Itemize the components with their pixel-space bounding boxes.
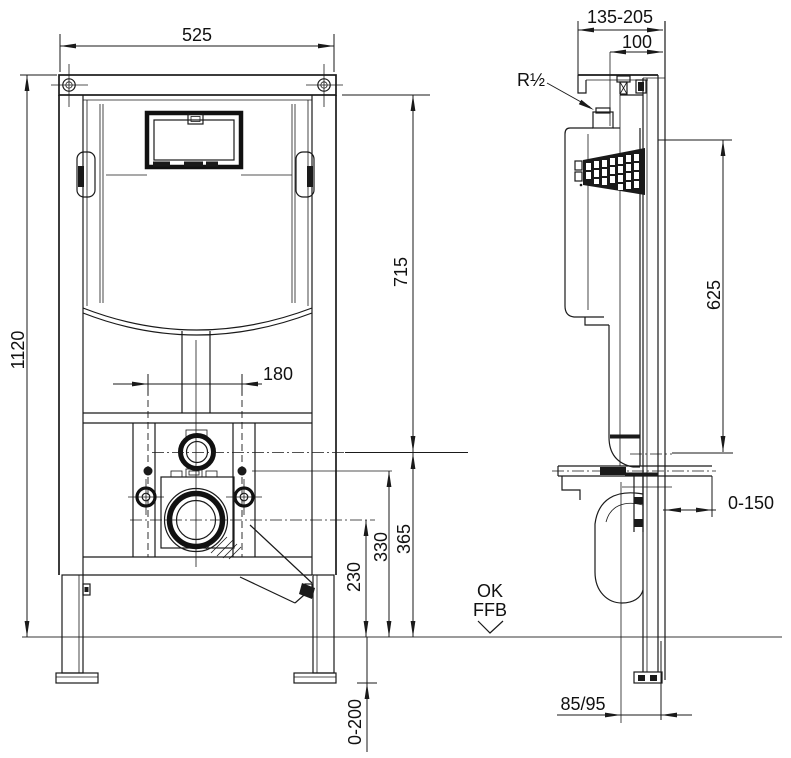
top-bracket — [577, 74, 658, 95]
dim-height-625-label: 625 — [704, 280, 724, 310]
dim-wall-distance-label: 0-150 — [728, 493, 774, 513]
leg-left — [55, 574, 99, 684]
access-shaft-grid — [574, 148, 645, 195]
dim-height-715: 715 — [342, 94, 468, 453]
rail-clip-left — [76, 151, 96, 198]
dim-bolt-spacing: 180 — [113, 364, 293, 395]
dim-depth-range: 135-205 — [577, 7, 663, 77]
dim-outlet-offset-label: 85/95 — [560, 694, 605, 714]
floor-level-marker: OK FFB — [473, 581, 507, 634]
dim-front-width-label: 525 — [182, 25, 212, 45]
fixing-bolt-left — [143, 466, 153, 476]
flush-pipe-side — [608, 325, 641, 468]
dim-leg-adjust-label: 0-200 — [345, 699, 365, 745]
dim-front-height-label: 1120 — [8, 331, 28, 370]
dim-outlet-offset: 85/95 — [557, 641, 692, 720]
foot-side — [633, 671, 663, 684]
dim-height-365-label: 365 — [394, 524, 414, 554]
mounting-screw-left — [51, 64, 88, 107]
dim-wall-distance: 0-150 — [663, 476, 774, 517]
dim-inlet-offset-label: 100 — [622, 32, 652, 52]
dim-depth-range-label: 135-205 — [587, 7, 653, 27]
dim-height-365: 365 — [394, 453, 416, 637]
anchor-screw-right — [226, 479, 262, 515]
dim-height-715-label: 715 — [391, 257, 411, 287]
dim-front-width: 525 — [59, 25, 335, 72]
cistern — [82, 99, 313, 336]
floor-marker-chevron — [477, 620, 504, 634]
fixing-bolt-right — [237, 466, 247, 476]
diagonal-brace — [239, 524, 315, 604]
dim-height-230-label: 230 — [344, 562, 364, 592]
dim-inlet-offset: 100 — [609, 32, 663, 126]
dim-front-height-overall: 1120 — [8, 74, 57, 637]
drain-outlet — [160, 468, 242, 560]
front-view — [51, 64, 375, 684]
anchor-screw-left — [128, 479, 164, 515]
dim-bolt-spacing-label: 180 — [263, 364, 293, 384]
wall-bracket-plate — [552, 465, 716, 500]
floor-marker-ok: OK — [477, 581, 503, 601]
dim-height-330: 330 — [252, 470, 392, 637]
outlet-bend-side — [594, 476, 672, 723]
side-view — [552, 21, 716, 723]
dim-leg-adjust: 0-200 — [345, 637, 377, 752]
label-water-inlet: R½ — [517, 70, 594, 110]
flush-pipe — [181, 331, 211, 567]
rail-clip-right — [295, 151, 315, 198]
mounting-screw-right — [306, 64, 343, 107]
water-supply-connection — [178, 429, 216, 471]
floor-marker-ffb: FFB — [473, 600, 507, 620]
dim-height-230: 230 — [344, 520, 369, 637]
flush-plate-opening — [144, 110, 244, 170]
dim-height-625: 625 — [630, 139, 733, 455]
dim-height-330-label: 330 — [371, 532, 391, 562]
water-inlet-thread-label: R½ — [517, 70, 545, 90]
